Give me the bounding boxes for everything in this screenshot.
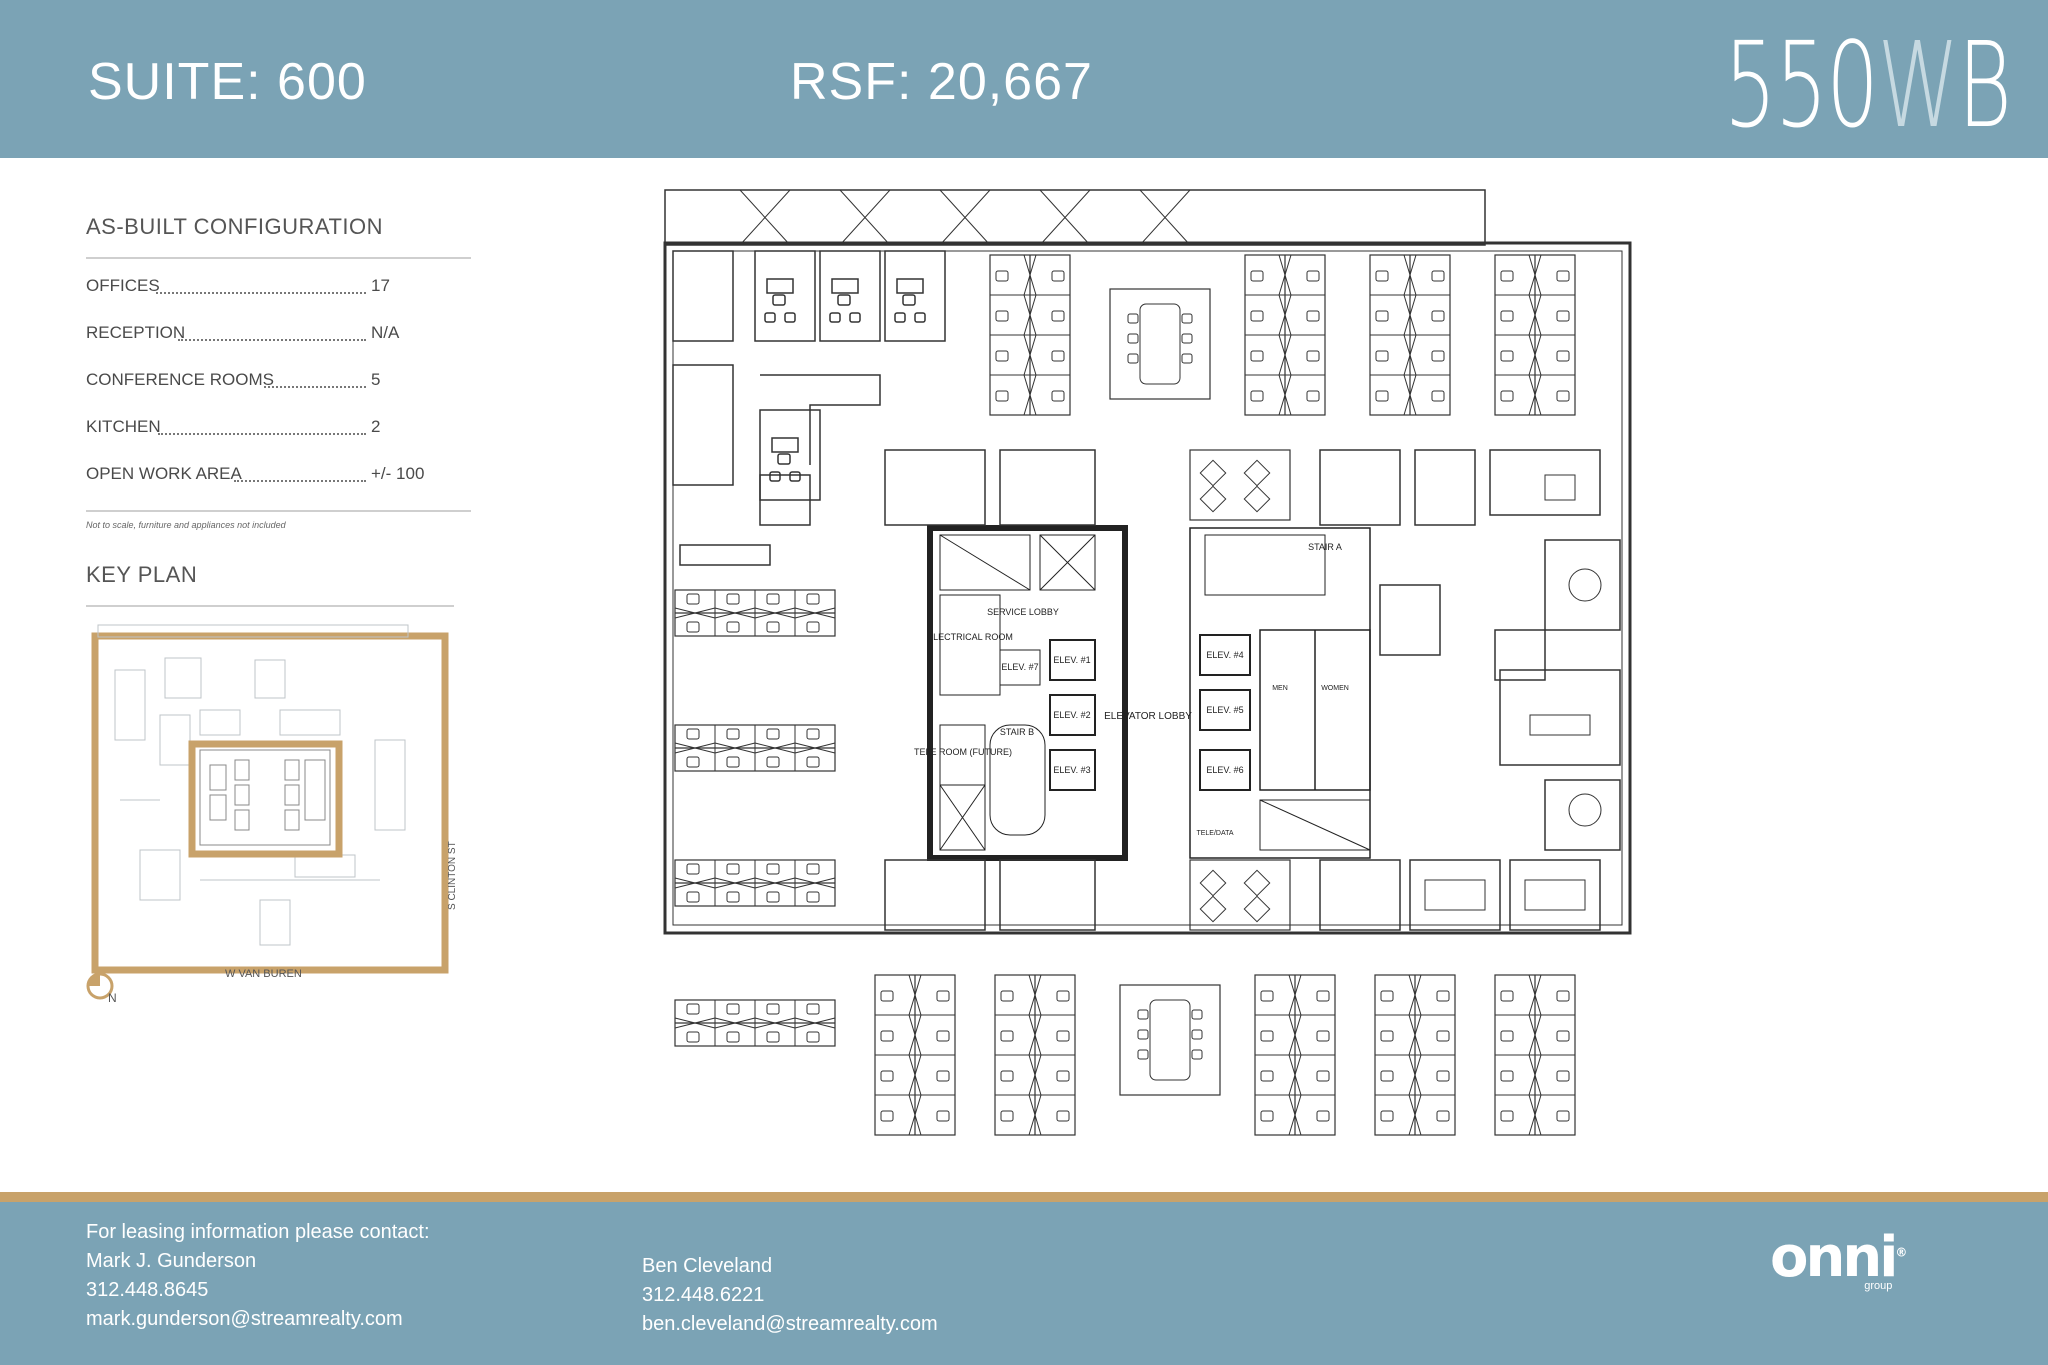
key-plan-map: S CLINTON ST W VAN BUREN N <box>86 624 458 1005</box>
leader-dots <box>234 480 366 482</box>
config-value: N/A <box>371 323 400 342</box>
onni-group: group <box>1864 1280 1893 1292</box>
floor-plan: SERVICE LOBBY ELECTRICAL ROOM ELEV. #7 E… <box>663 189 1632 1136</box>
footer-accent-bar <box>0 1192 2048 1202</box>
label-electrical-room: ELECTRICAL ROOM <box>927 632 1013 642</box>
label-elev1: ELEV. #1 <box>1053 655 1090 665</box>
leader-dots <box>178 339 366 341</box>
config-divider <box>86 257 471 259</box>
contact-block-1: For leasing information please contact: … <box>86 1218 430 1334</box>
svg-text:N: N <box>108 991 117 1005</box>
label-elevator-lobby: ELEVATOR LOBBY <box>1104 711 1192 722</box>
north-arrow-icon: N <box>86 972 117 1005</box>
logo-w: W <box>1877 16 1959 154</box>
label-elev7: ELEV. #7 <box>1001 662 1038 672</box>
config-value: 5 <box>371 370 381 389</box>
contact-block-2: Ben Cleveland 312.448.6221 ben.cleveland… <box>642 1252 938 1339</box>
config-value: 2 <box>371 417 381 436</box>
label-elev6: ELEV. #6 <box>1206 765 1243 775</box>
contact2-phone[interactable]: 312.448.6221 <box>642 1284 765 1306</box>
contact2-name: Ben Cleveland <box>642 1255 773 1277</box>
config-label: KITCHEN <box>86 417 161 436</box>
label-elev3: ELEV. #3 <box>1053 765 1090 775</box>
label-men: MEN <box>1272 685 1288 692</box>
building-logo: 550WB <box>1724 26 2012 144</box>
street-label-south: W VAN BUREN <box>225 968 302 980</box>
config-value: 17 <box>371 276 390 295</box>
logo-number: 550 <box>1724 16 1879 154</box>
label-stair-a: STAIR A <box>1308 542 1342 552</box>
config-label: OPEN WORK AREA <box>86 464 242 483</box>
contact1-name: Mark J. Gunderson <box>86 1250 257 1272</box>
label-stair-b: STAIR B <box>1000 727 1034 737</box>
suite-number: SUITE: 600 <box>88 53 367 111</box>
config-label: RECEPTION <box>86 323 186 342</box>
header-bar: SUITE: 600 RSF: 20,667 550WB <box>0 0 2048 158</box>
label-elev4: ELEV. #4 <box>1206 650 1243 660</box>
logo-b: B <box>1957 16 2012 154</box>
onni-wordmark: onni <box>1770 1225 1898 1290</box>
config-bottom-divider <box>86 510 471 512</box>
keyplan-title: KEY PLAN <box>86 562 198 587</box>
config-label: CONFERENCE ROOMS <box>86 370 274 389</box>
onni-mark: ® <box>1895 1245 1907 1260</box>
config-value: +/- 100 <box>371 464 425 483</box>
contact1-phone[interactable]: 312.448.8645 <box>86 1279 209 1301</box>
contact1-email[interactable]: mark.gunderson@streamrealty.com <box>86 1308 403 1330</box>
keyplan-divider <box>86 605 454 607</box>
label-tele-room: TELE ROOM (FUTURE) <box>914 747 1012 757</box>
contact2-email[interactable]: ben.cleveland@streamrealty.com <box>642 1313 938 1335</box>
leader-dots <box>156 292 366 294</box>
leader-dots <box>264 386 366 388</box>
contact-intro: For leasing information please contact: <box>86 1221 430 1243</box>
footer-bar <box>0 1202 2048 1365</box>
leader-dots <box>158 433 366 435</box>
config-label: OFFICES <box>86 276 160 295</box>
label-service-lobby: SERVICE LOBBY <box>987 607 1059 617</box>
config-title: AS-BUILT CONFIGURATION <box>86 214 384 239</box>
onni-logo: onni® group <box>1770 1230 1907 1293</box>
rsf-value: RSF: 20,667 <box>790 53 1093 111</box>
scale-note: Not to scale, furniture and appliances n… <box>86 520 286 530</box>
street-label-east: S CLINTON ST <box>447 841 458 910</box>
label-tele-data: TELE/DATA <box>1196 830 1233 837</box>
label-elev2: ELEV. #2 <box>1053 710 1090 720</box>
label-women: WOMEN <box>1321 685 1349 692</box>
label-elev5: ELEV. #5 <box>1206 705 1243 715</box>
